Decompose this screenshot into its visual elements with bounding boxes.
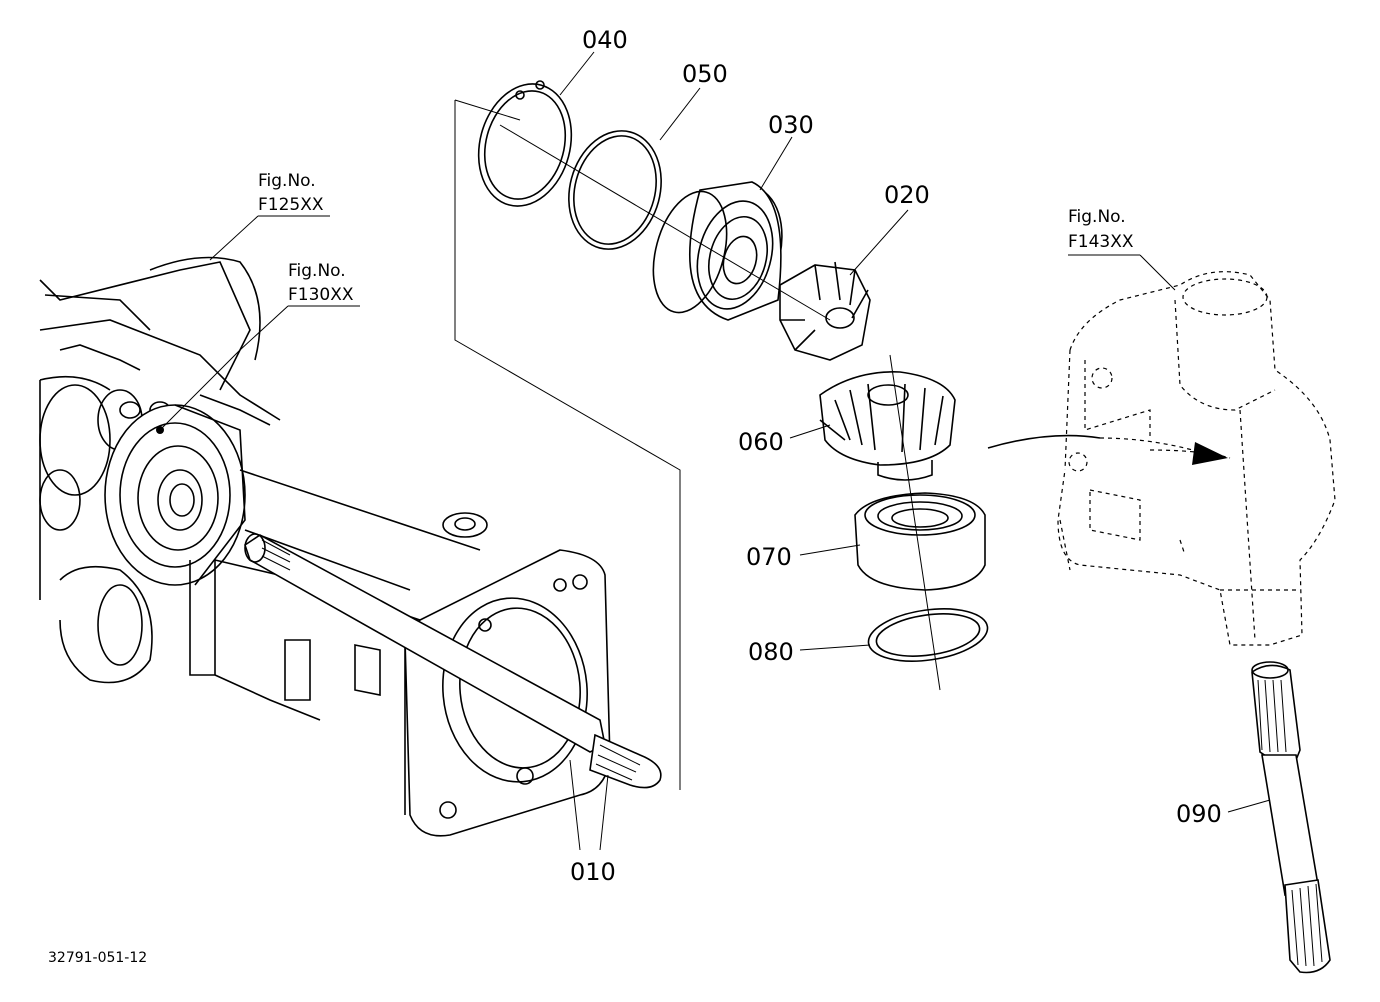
label-part-090: 090 — [1176, 800, 1222, 828]
gear-case-housing — [1057, 271, 1336, 646]
label-part-010: 010 — [570, 858, 616, 886]
label-part-080: 080 — [748, 638, 794, 666]
drawing-code: 32791-051-12 — [48, 950, 147, 966]
axis-line-vertical — [889, 354, 941, 691]
part-080-shim — [867, 608, 989, 662]
label-part-050: 050 — [682, 60, 728, 88]
label-part-030: 030 — [768, 111, 814, 139]
exploded-frame-line — [454, 100, 681, 790]
label-part-060: 060 — [738, 428, 784, 456]
part-070-bearing — [854, 492, 986, 591]
part-090-shaft — [1251, 661, 1331, 974]
leader-lines — [156, 51, 1271, 851]
label-part-040: 040 — [582, 26, 628, 54]
part-030-bearing — [652, 181, 783, 321]
part-050-ring — [568, 130, 662, 250]
axis-line-upper — [499, 124, 831, 321]
label-part-070: 070 — [746, 543, 792, 571]
part-040-snap-ring — [477, 80, 573, 207]
fig-ref-label-3: Fig.No. — [1068, 207, 1126, 227]
part-020-pinion-gear — [779, 261, 871, 361]
fig-ref-code-2: F130XX — [288, 285, 354, 305]
fig-ref-code-3: F143XX — [1068, 232, 1134, 252]
assembly-arrow — [987, 434, 1228, 465]
transmission-housing — [39, 256, 662, 837]
fig-ref-label-1: Fig.No. — [258, 171, 316, 191]
label-part-020: 020 — [884, 181, 930, 209]
part-060-bevel-gear — [819, 371, 956, 481]
fig-ref-label-2: Fig.No. — [288, 261, 346, 281]
fig-ref-code-1: F125XX — [258, 195, 324, 215]
exploded-frame-top — [454, 99, 521, 121]
